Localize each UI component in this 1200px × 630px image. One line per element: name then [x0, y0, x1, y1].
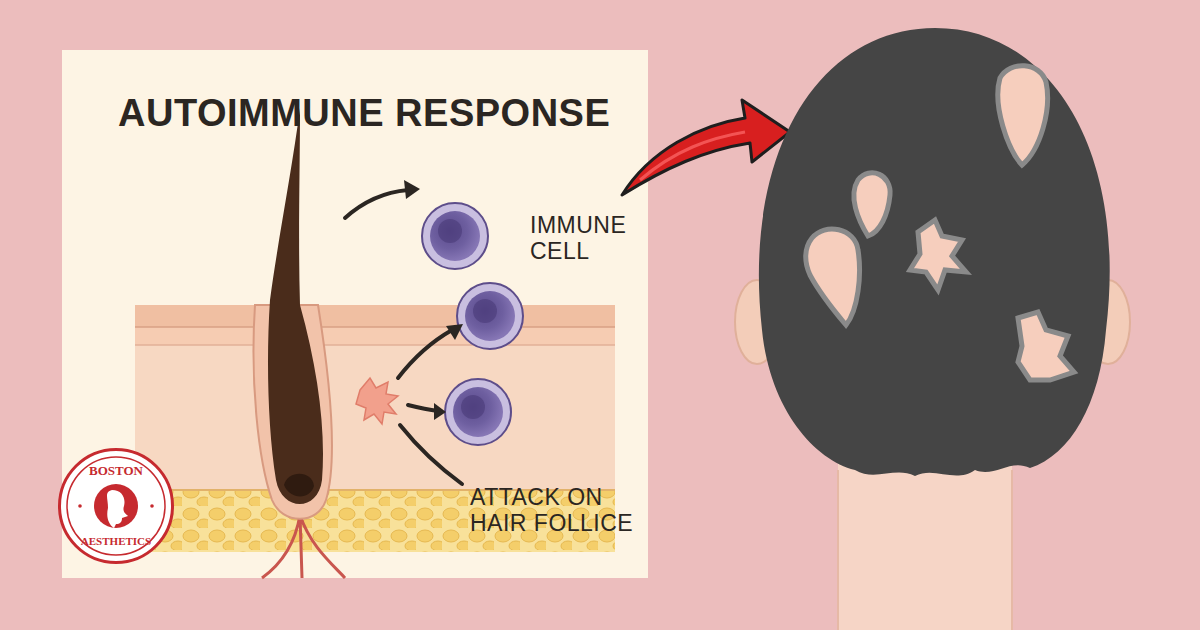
logo-badge: BOSTON AESTHETICS	[58, 448, 174, 564]
dermis	[135, 305, 615, 490]
diagram-title: AUTOIMMUNE RESPONSE	[118, 92, 610, 135]
immune-cell	[422, 203, 488, 269]
immune-cell	[457, 283, 523, 349]
epidermis	[135, 305, 615, 327]
blood-vessel	[262, 515, 345, 578]
logo-text: AESTHETICS	[61, 535, 171, 547]
immune-cell	[445, 379, 511, 445]
bald-patch	[806, 66, 1074, 380]
cell-label: IMMUNE CELL	[530, 212, 640, 265]
logo-text: BOSTON	[61, 463, 171, 479]
red-arrow	[622, 100, 790, 195]
attack-label: ATTACK ON HAIR FOLLICE	[470, 484, 644, 537]
pointer-arrow	[345, 190, 462, 484]
attack-burst	[356, 378, 398, 424]
epidermis-lower	[135, 327, 615, 345]
head	[735, 28, 1130, 630]
hair-shaft	[268, 108, 323, 504]
hair	[759, 28, 1110, 476]
